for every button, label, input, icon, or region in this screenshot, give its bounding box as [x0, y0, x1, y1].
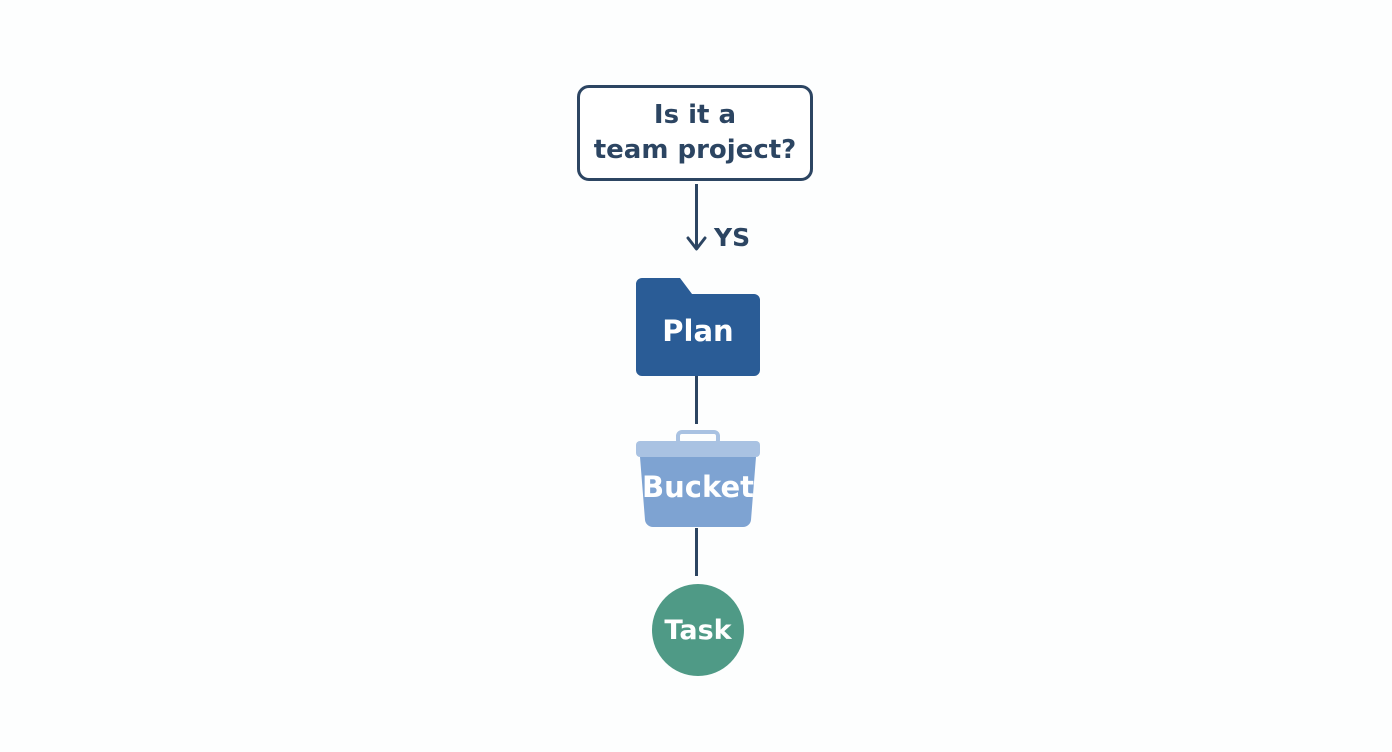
- bucket-label: Bucket: [642, 470, 754, 504]
- decision-box: Is it a team project?: [577, 85, 813, 181]
- task-node: Task: [652, 584, 744, 676]
- task-label: Task: [664, 614, 732, 646]
- plan-label: Plan: [662, 314, 734, 348]
- decision-question: Is it a team project?: [593, 100, 797, 165]
- yes-branch-label: YS: [714, 223, 751, 252]
- arrow-head-icon: [686, 236, 707, 251]
- plan-node: Plan: [636, 278, 760, 376]
- folder-icon: [636, 278, 760, 376]
- yes-arrow-line: [695, 184, 698, 248]
- plan-bucket-connector: [695, 376, 698, 424]
- bucket-node: Bucket: [634, 430, 762, 528]
- bucket-task-connector: [695, 528, 698, 576]
- bucket-icon: [636, 430, 760, 528]
